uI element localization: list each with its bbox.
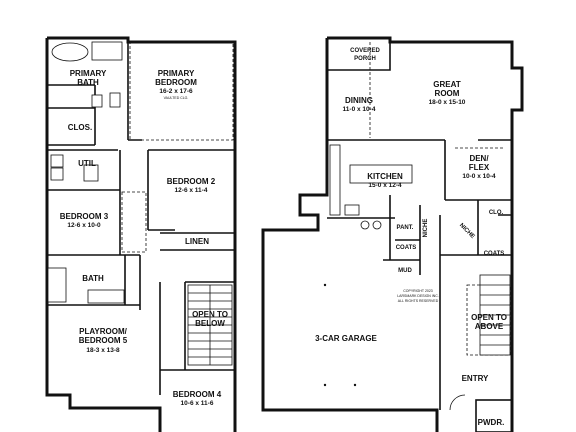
open-above-label-2: ABOVE <box>475 322 504 331</box>
garage-marker <box>323 283 327 287</box>
kitchen-sink <box>344 204 360 216</box>
main-floor-exterior-wall <box>261 36 524 432</box>
kitchen-dims: 15-0 x 12-4 <box>368 182 402 189</box>
open-above-label-1: OPEN TO <box>471 313 507 322</box>
primary-bath-label-2: BATH <box>77 78 99 87</box>
bath-tub-fixture <box>47 267 67 303</box>
open-below-label-2: BELOW <box>195 319 225 328</box>
den-label-1: DEN/ <box>469 154 489 163</box>
bedroom3-dims: 12-6 x 10-0 <box>67 222 101 229</box>
primary-bedroom-label-2: BEDROOM <box>155 78 197 87</box>
bedroom2-dims: 12-6 x 11-4 <box>175 187 208 194</box>
garage-marker-3 <box>353 383 357 387</box>
bedroom2-label: BEDROOM 2 <box>167 177 216 186</box>
util-label: UTIL <box>78 159 96 168</box>
garage-label: 3-CAR GARAGE <box>315 334 377 343</box>
playroom-label-1: PLAYROOM/ <box>79 327 127 336</box>
copyright-line-2: LARSMARK DESIGN INC. <box>397 294 439 298</box>
playroom-dims: 18-3 x 13-8 <box>86 347 120 354</box>
den-dims: 10-0 x 10-4 <box>462 173 496 180</box>
great-room-label-1: GREAT <box>433 80 461 89</box>
primary-bedroom-label-1: PRIMARY <box>158 69 195 78</box>
niche-label-2: NICHE <box>458 223 475 240</box>
bath-label: BATH <box>82 274 104 283</box>
main-floor-interior-walls <box>327 139 512 410</box>
closet-label-main: CLO. <box>489 210 504 216</box>
upper-floor-interior-walls <box>47 42 235 395</box>
closet-shelf <box>121 191 147 253</box>
bedroom4-label: BEDROOM 4 <box>173 390 222 399</box>
linen-label: LINEN <box>185 237 209 246</box>
great-room-dims: 18-0 x 15-10 <box>429 99 466 106</box>
pantry-label: PANT. <box>397 225 414 231</box>
dining-label: DINING <box>345 96 373 105</box>
main-floor-plan: COVERED PORCH GREAT ROOM 18-0 x 15-10 DI… <box>261 36 524 432</box>
coats-label-2: COATS <box>484 251 505 257</box>
covered-porch-label-1: COVERED <box>350 48 380 54</box>
coats-label: COATS <box>396 245 417 251</box>
upper-floor-exterior-wall <box>45 36 237 432</box>
dining-dims: 11-0 x 10-4 <box>343 106 376 113</box>
pwdr-room-walls <box>475 399 513 432</box>
washer-fixture <box>50 154 64 168</box>
toilet-fixture-2 <box>109 92 121 108</box>
kitchen-counter <box>329 144 341 216</box>
closet-label: CLOS. <box>68 123 92 132</box>
playroom-label-2: BEDROOM 5 <box>79 336 128 345</box>
niche-label: NICHE <box>423 219 429 238</box>
bedroom3-label: BEDROOM 3 <box>60 212 109 221</box>
kitchen-label: KITCHEN <box>367 172 403 181</box>
garage-marker-2 <box>323 383 327 387</box>
tub-fixture <box>51 42 89 62</box>
copyright-line-3: ALL RIGHTS RESERVED <box>398 299 439 303</box>
copyright-line-1: COPYRIGHT 2023 <box>403 289 433 293</box>
vaulted-ceiling-line <box>129 41 234 141</box>
great-room-label-2: ROOM <box>435 89 460 98</box>
upper-stairs <box>187 284 233 366</box>
entry-door-swing <box>449 394 466 411</box>
mud-label: MUD <box>398 268 412 274</box>
primary-bath-label-1: PRIMARY <box>70 69 107 78</box>
den-label-2: FLEX <box>469 163 490 172</box>
kitchen-island <box>349 164 413 184</box>
pwdr-label: PWDR. <box>478 418 505 427</box>
table-fixture <box>360 220 370 230</box>
primary-bedroom-dims: 16-2 x 17-6 <box>159 88 193 95</box>
toilet-fixture <box>91 94 103 108</box>
primary-bedroom-note: VAULTED CLG. <box>164 96 189 100</box>
table-fixture-2 <box>372 220 382 230</box>
util-sink-fixture <box>83 164 99 182</box>
entry-label: ENTRY <box>462 374 489 383</box>
shower-fixture <box>91 41 123 61</box>
bedroom4-dims: 10-6 x 11-6 <box>181 400 214 407</box>
covered-porch-label-2: PORCH <box>354 56 376 62</box>
porch-walls <box>327 42 391 71</box>
open-below-label-1: OPEN TO <box>192 310 228 319</box>
bath-vanity-fixture <box>87 289 125 304</box>
upper-floor-plan: PRIMARY BATH PRIMARY BEDROOM 16-2 x 17-6… <box>45 36 237 432</box>
dryer-fixture <box>50 167 64 181</box>
main-stairs <box>479 274 511 356</box>
